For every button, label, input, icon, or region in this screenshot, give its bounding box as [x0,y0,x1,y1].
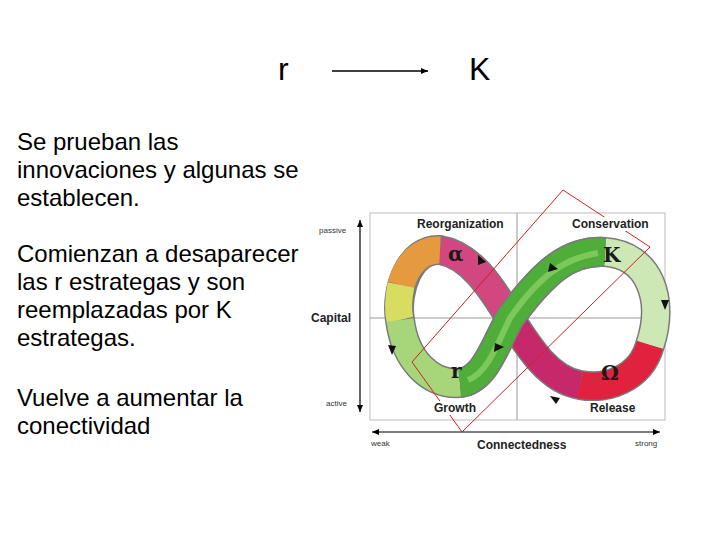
phase-label: Growth [432,401,478,415]
axis-end-label: active [325,399,348,409]
phase-label: Reorganization [415,217,506,231]
phase-symbol: α [448,243,463,265]
note-text: Vuelve a aumentar la conectividad [17,384,317,440]
axis-arrow [359,220,360,412]
axis-end-label: passive [318,226,347,236]
figure-frame [370,213,665,420]
highlight-outline [412,190,650,432]
phase-label: Conservation [570,217,651,231]
stage-label: r [278,51,289,87]
note-text: Se prueban las innovaciones y algunas se… [17,128,317,212]
flow-arrows [388,255,669,404]
axis-title: Connectedness [475,438,568,452]
cycle-band [399,250,656,386]
phase-symbol: Ω [601,362,619,384]
phase-label: Release [588,401,637,415]
phase-symbol: r [451,360,462,382]
stage-label: K [469,51,490,87]
arrow-line [332,70,428,71]
axis-end-label: weak [370,439,391,449]
phase-symbol: K [603,244,620,266]
axis-title: Capital [309,311,353,325]
axis-end-label: strong [634,439,658,449]
axis-arrow [372,431,660,432]
note-text: Comienzan a desaparecer las r estrategas… [17,240,317,352]
